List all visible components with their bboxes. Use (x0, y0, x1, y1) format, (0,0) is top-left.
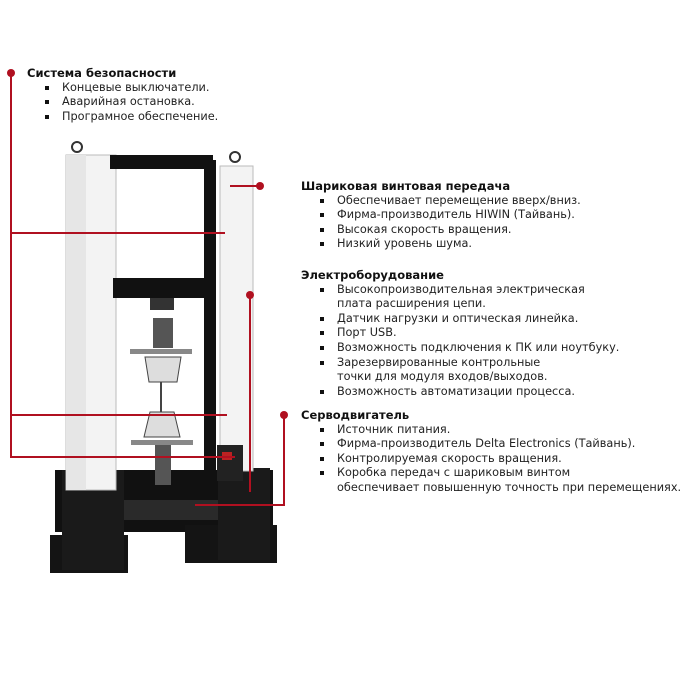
list-item: Высокая скорость вращения. (320, 223, 581, 238)
list-item: Аварийная остановка. (44, 95, 218, 110)
list-item: Коробка передач с шариковым винтом обесп… (319, 466, 682, 494)
list-item: Фирма-производитель Delta Electronics (Т… (319, 437, 681, 452)
list-item: Источник питания. (319, 423, 681, 438)
section-servo-motor: Серводвигатель Источник питания. Фирма-п… (301, 408, 681, 496)
section-title: Шариковая винтовая передача (301, 179, 511, 193)
list-item: Фирма-производитель HIWIN (Тайвань). (320, 208, 581, 223)
list-item: Обеспечивает перемещение вверх/вниз. (320, 193, 581, 207)
list-item: Порт USB. (319, 326, 619, 341)
list-item: Высокопроизводительная электрическая пла… (319, 283, 619, 312)
list-item: Програмное обеспечение. (44, 109, 219, 123)
section-safety-system: Система безопасности Концевые выключател… (27, 66, 218, 124)
callout-dots (7, 69, 288, 419)
list-item: Датчик нагрузки и оптическая линейка. (319, 312, 619, 327)
list-item: Возможность подключения к ПК или ноутбук… (319, 340, 620, 354)
list-item: Низкий уровень шума. (320, 237, 581, 252)
machine (50, 141, 277, 573)
section-title: Система безопасности (27, 66, 177, 80)
list-item: Возможность автоматизации процесса. (319, 385, 619, 400)
list-item: Зарезервированные контрольные точки для … (319, 356, 619, 385)
section-title: Электроборудование (301, 268, 444, 282)
section-title: Серводвигатель (301, 408, 410, 422)
callout-lines (10, 73, 285, 506)
section-electrical: Электроборудование Высокопроизводительна… (301, 268, 619, 399)
section-ball-screw: Шариковая винтовая передача Обеспечивает… (301, 179, 581, 252)
list-item: Контролируемая скорость вращения. (319, 452, 681, 467)
list-item: Концевые выключатели. (44, 81, 218, 96)
